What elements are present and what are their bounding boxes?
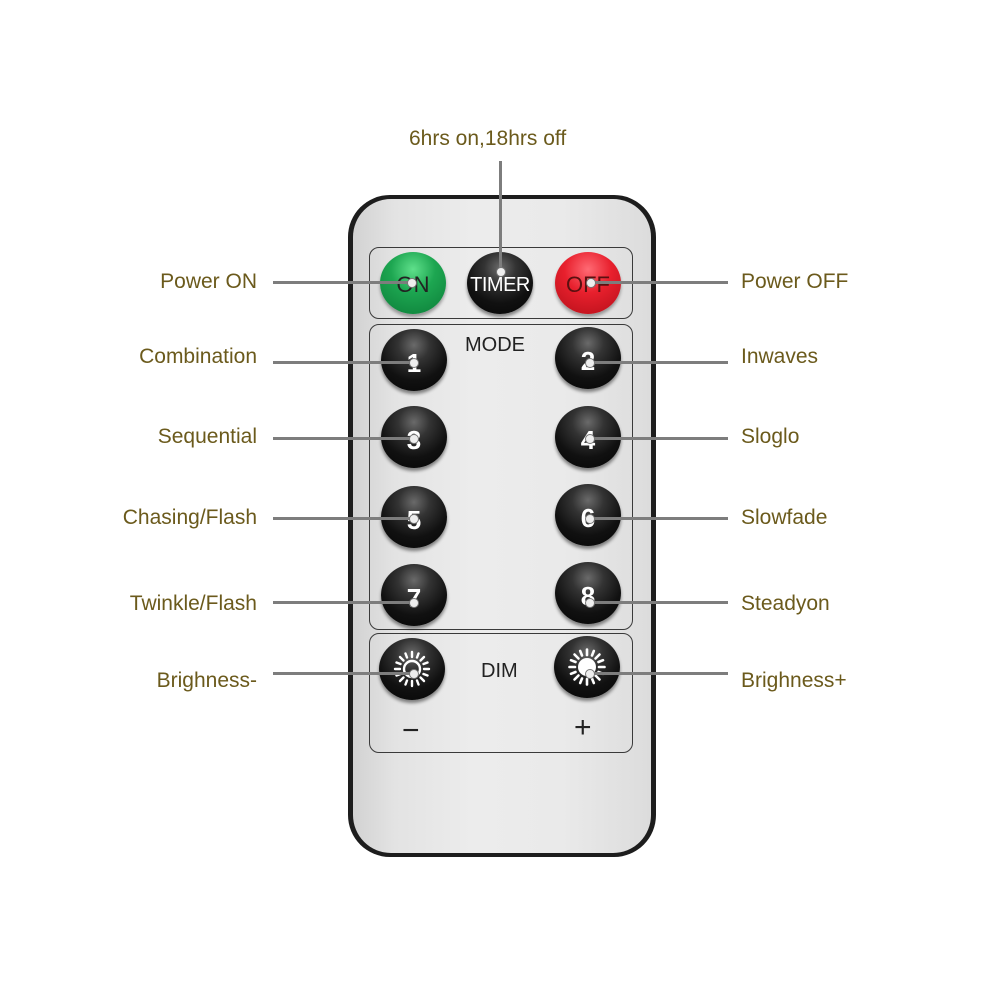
power-off-leader-dot — [586, 278, 596, 288]
timer-leader-line — [499, 161, 502, 271]
dim-panel — [369, 633, 633, 753]
brightness-up-callout: Brighness+ — [741, 669, 847, 692]
timer-leader-dot — [496, 267, 506, 277]
power-off-leader-line — [590, 281, 728, 284]
mode-8-callout: Steadyon — [741, 592, 830, 615]
mode-5-leader-dot — [409, 514, 419, 524]
mode-4-leader-line — [589, 437, 728, 440]
brightness-up-button[interactable] — [554, 636, 620, 698]
plus-sign: + — [574, 711, 592, 744]
mode-4-leader-dot — [585, 434, 595, 444]
minus-sign: − — [402, 714, 420, 747]
brightness-down-leader-dot — [409, 669, 419, 679]
sun-filled-icon — [568, 648, 606, 686]
timer-button[interactable]: TIMER — [467, 252, 533, 314]
mode-4-callout: Sloglo — [741, 425, 800, 448]
mode-7-leader-line — [273, 601, 413, 604]
mode-6-leader-line — [589, 517, 728, 520]
mode-2-callout: Inwaves — [741, 345, 819, 368]
timer-callout: 6hrs on,18hrs off — [409, 127, 567, 150]
power-on-leader-dot — [407, 278, 417, 288]
brightness-up-leader-dot — [585, 669, 595, 679]
mode-panel — [369, 324, 633, 630]
mode-8-button[interactable]: 8 — [555, 562, 621, 624]
power-off-callout: Power OFF — [741, 270, 849, 293]
mode-1-leader-line — [273, 361, 413, 364]
power-on-callout: Power ON — [160, 270, 257, 293]
mode-6-callout: Slowfade — [741, 506, 828, 529]
mode-5-leader-line — [273, 517, 413, 520]
power-on-leader-line — [273, 281, 411, 284]
dim-label: DIM — [481, 660, 518, 682]
mode-5-callout: Chasing/Flash — [122, 506, 257, 529]
mode-2-leader-line — [589, 361, 728, 364]
mode-3-leader-dot — [409, 434, 419, 444]
mode-7-callout: Twinkle/Flash — [129, 592, 257, 615]
mode-3-callout: Sequential — [157, 425, 257, 448]
mode-7-button[interactable]: 7 — [381, 564, 447, 626]
mode-8-leader-dot — [585, 598, 595, 608]
brightness-up-leader-line — [589, 672, 728, 675]
mode-1-callout: Combination — [139, 345, 257, 368]
mode-label: MODE — [465, 334, 525, 356]
brightness-down-leader-line — [273, 672, 413, 675]
mode-8-leader-line — [589, 601, 728, 604]
mode-3-leader-line — [273, 437, 413, 440]
brightness-down-callout: Brighness- — [156, 669, 257, 692]
mode-2-leader-dot — [585, 358, 595, 368]
mode-7-leader-dot — [409, 598, 419, 608]
mode-1-leader-dot — [409, 358, 419, 368]
mode-6-leader-dot — [585, 514, 595, 524]
